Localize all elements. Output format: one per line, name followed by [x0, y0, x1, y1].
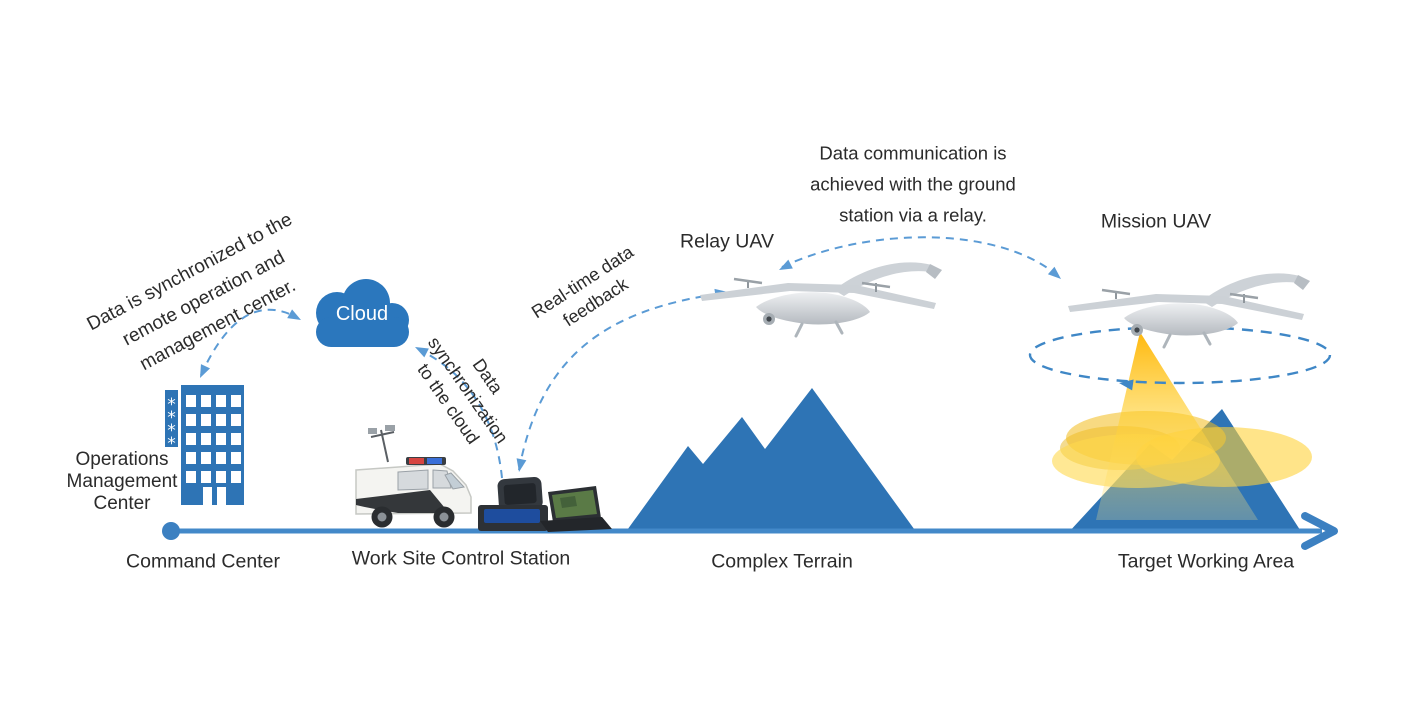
building-windows [186, 395, 241, 505]
building-stars: ** ** [167, 395, 176, 454]
svg-text:*: * [167, 395, 176, 415]
relay-communication-note: Data communication is achieved with the … [810, 142, 1016, 226]
command-center-label: Command Center [126, 550, 280, 573]
arrow-station-cloud [415, 347, 503, 479]
relay-uav-icon [698, 260, 944, 338]
building-icon: ** ** [165, 385, 244, 505]
mission-uav-icon [1066, 271, 1312, 349]
svg-text:*: * [167, 434, 176, 454]
arrow-building-cloud [200, 308, 301, 378]
cloud-icon [316, 279, 409, 347]
svg-text:*: * [167, 421, 176, 441]
target-working-area-label: Target Working Area [1117, 550, 1295, 573]
mission-uav-label: Mission UAV [1100, 210, 1212, 233]
scan-beam [1096, 332, 1258, 520]
relay-uav-label: Relay UAV [680, 230, 774, 253]
axis-start-dot [162, 522, 180, 540]
ground-axis [162, 512, 1338, 550]
complex-terrain-label: Complex Terrain [711, 550, 853, 573]
operations-management-center-label: Operations Management Center [66, 449, 178, 514]
arrow-relay-mission [779, 236, 1061, 279]
complex-terrain-mountains [625, 388, 917, 533]
ground-station-icon [478, 476, 612, 532]
cloud-label: Cloud [335, 303, 389, 325]
work-site-control-station-label: Work Site Control Station [351, 547, 571, 570]
axis-arrowhead [1301, 512, 1338, 550]
svg-text:*: * [167, 408, 176, 428]
van-icon [355, 425, 472, 528]
